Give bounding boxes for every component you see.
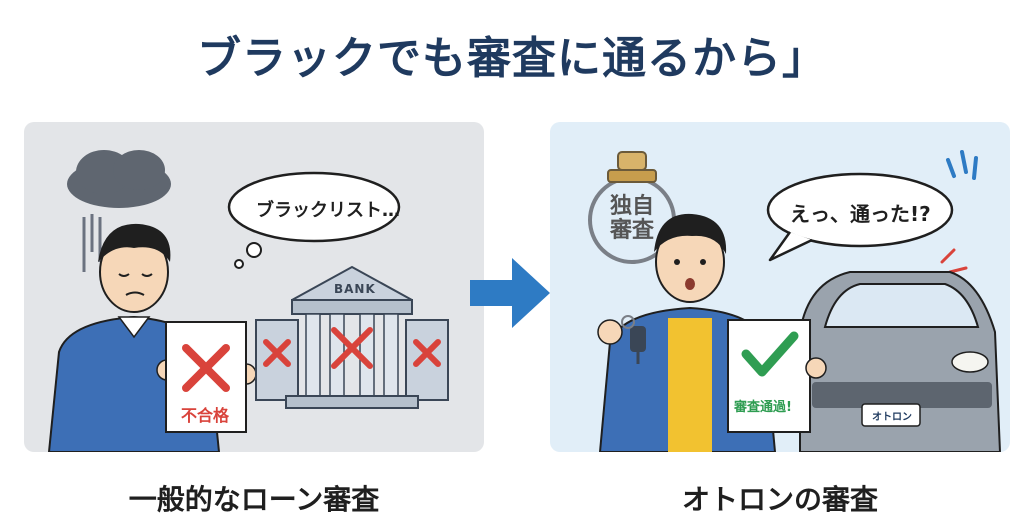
speech-bubble — [766, 172, 954, 262]
panel-general-loan: ブラックリスト… 不合格 BANK — [24, 122, 484, 452]
stamp-icon — [588, 151, 676, 264]
stamp-line2: 審査 — [609, 218, 654, 243]
page-title: ブラックでも審査に通るから」 — [197, 33, 827, 84]
thought-bubble — [227, 171, 401, 269]
bank-label: BANK — [334, 282, 376, 296]
general-loan-illustration — [47, 150, 449, 452]
thought-text: ブラックリスト… — [256, 200, 400, 221]
approve-label: 審査通過! — [734, 400, 792, 415]
plate-label: オトロン — [872, 412, 912, 423]
panel-otoron-review: 独自 審査 えっ、通った!? 審査通過! オトロン — [550, 122, 1010, 452]
caption-general-loan: 一般的なローン審査 — [128, 483, 380, 516]
reject-document — [165, 321, 247, 433]
bank-icon — [255, 265, 449, 409]
rain-cloud-icon — [67, 150, 171, 272]
otoron-review-illustration — [588, 150, 1002, 452]
car-icon — [799, 271, 1002, 452]
stamp-label: 独自 審査 — [602, 195, 662, 243]
caption-otoron-review: オトロンの審査 — [681, 483, 878, 516]
arrow-right-icon — [470, 258, 550, 328]
stamp-line1: 独自 — [609, 194, 654, 219]
speech-text: えっ、通った!? — [790, 202, 931, 226]
key-icon — [621, 315, 646, 364]
reject-label: 不合格 — [181, 406, 230, 425]
check-mark-icon — [741, 331, 799, 377]
approve-document — [727, 319, 827, 433]
cross-mark-icon — [182, 344, 230, 392]
